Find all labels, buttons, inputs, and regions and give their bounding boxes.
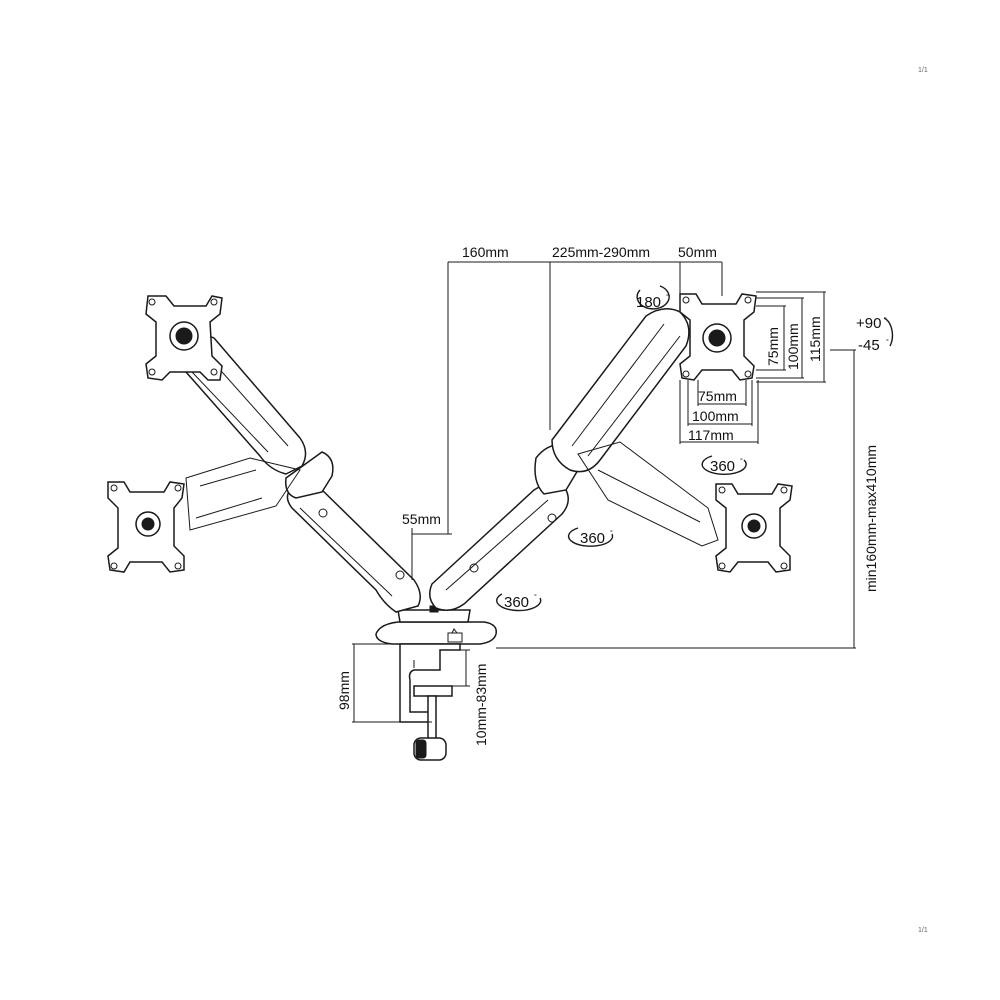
svg-text:°: ° (610, 529, 613, 537)
dim-vesa-h-117: 117mm (688, 427, 734, 443)
dim-vesa-v-100: 100mm (785, 323, 801, 370)
tilt-down-label: -45 (858, 337, 880, 354)
rotate-180-label: 180 (636, 294, 661, 311)
tilt-up-label: +90 (856, 315, 881, 332)
svg-text:°: ° (534, 593, 537, 601)
dim-offset-50: 50mm (678, 244, 717, 260)
vesa-plate-lower-left (107, 481, 185, 573)
rotation-arrows (496, 285, 894, 612)
dim-clamp-height: 98mm (336, 671, 352, 710)
svg-text:°: ° (666, 293, 669, 301)
right-arm (429, 293, 793, 611)
vesa-plate-upper-right (679, 293, 757, 381)
dim-arm-length: 225mm-290mm (552, 244, 650, 260)
dim-vesa-v-75: 75mm (765, 327, 781, 366)
svg-text:°: ° (884, 316, 887, 324)
svg-text:°: ° (886, 338, 889, 346)
degree-marks: ° ° ° ° ° ° (534, 293, 889, 601)
dim-pole-gap: 55mm (402, 511, 441, 527)
swivel-head-label: 360 (710, 458, 735, 475)
desk-clamp (375, 605, 497, 761)
dim-offset-160: 160mm (462, 244, 509, 260)
dim-height-range: min160mm-max410mm (863, 445, 879, 592)
dim-vesa-h-75: 75mm (698, 388, 737, 404)
corner-mark-top: 1/1 (918, 67, 928, 74)
dimension-lines (352, 261, 856, 723)
left-arm (107, 295, 421, 613)
swivel-base-label: 360 (504, 594, 529, 611)
corner-mark-bottom: 1/1 (918, 927, 928, 934)
dim-desk-thickness: 10mm-83mm (473, 664, 489, 746)
dim-vesa-v-115: 115mm (807, 316, 823, 362)
swivel-mid-label: 360 (580, 530, 605, 547)
vesa-plate-upper-left (145, 295, 223, 381)
dim-vesa-h-100: 100mm (692, 408, 739, 424)
svg-text:°: ° (740, 457, 743, 465)
vesa-plate-lower-right (715, 483, 793, 573)
